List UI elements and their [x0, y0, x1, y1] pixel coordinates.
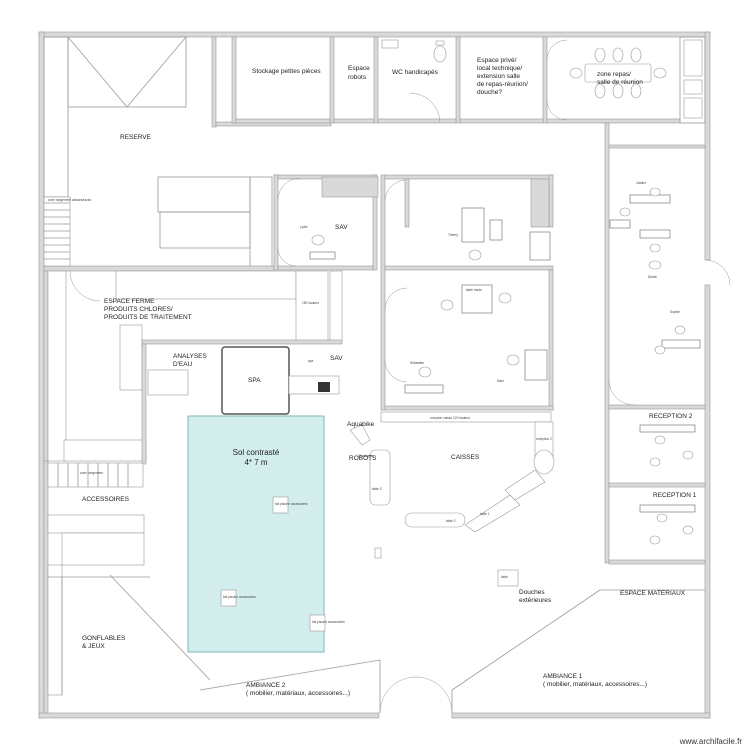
stairs-mid-label: zone rangement [80, 471, 103, 475]
top-rooms [231, 36, 706, 124]
ambiance-walls [199, 589, 705, 714]
room-douches-1: Douches [519, 589, 545, 596]
pool-zone: bla piscine accessoires bla piscine acce… [187, 415, 345, 653]
stairs-mid: zone rangement [47, 462, 144, 488]
room-reserve: RESERVE [120, 134, 152, 141]
room-analyses-1: ANALYSES [173, 353, 208, 360]
display-label: table 3 [372, 487, 382, 491]
caisses-zone: comptoir caisse 120 hauteur reception 2 … [349, 411, 555, 587]
room-espace-materiaux: ESPACE MATERIAUX [620, 590, 686, 597]
room-espace-prive-4: de repas-réunion/ [477, 81, 528, 88]
outer-walls [38, 31, 711, 719]
pool-label-1: Sol contrasté [233, 448, 280, 457]
person-label-8: Davidl [648, 275, 657, 279]
spa-zone: spa [221, 346, 340, 415]
room-caisses: CAISSES [451, 454, 480, 461]
room-zone-repas-2: salle de réunion [597, 79, 643, 86]
room-ambiance1-1: AMBIANCE 1 [543, 673, 583, 680]
room-sav-mid: SAV [330, 355, 343, 362]
room-espace-prive-3: extension salle [477, 73, 520, 80]
person-label-2: Thierry [448, 233, 458, 237]
room-spa: SPA [248, 377, 261, 384]
svg-text:bla piscine accessoires: bla piscine accessoires [275, 502, 308, 506]
person-label-1: Lydie [300, 225, 308, 229]
room-ambiance2-2: ( mobilier, matériaux, accessoires...) [246, 690, 350, 697]
room-espace-prive-1: Espace privé/ [477, 57, 517, 64]
stairs-top-label: zone rangement caisses/racks [48, 198, 91, 202]
pool-label-2: 4* 7 m [244, 458, 267, 467]
table-haute-label: table haute [466, 288, 482, 292]
room-gonflables-1: GONFLABLES [82, 635, 126, 642]
left-lower: zone rangement [43, 460, 211, 714]
room-gonflables-2: & JEUX [82, 643, 105, 650]
reception-desk-label: reception 2 [536, 437, 552, 441]
room-aquabike: Aquabike [347, 421, 374, 428]
room-zone-repas-1: zone repas/ [597, 71, 631, 78]
room-espace-ferme-3: PRODUITS DE TRAITEMENT [104, 314, 192, 321]
room-stockage: Stockage petites pièces [252, 68, 321, 75]
pool-sign-2: bla piscine accessoires [220, 589, 256, 607]
room-espace-prive-2: local technique/ [477, 65, 522, 72]
room-sav-top: SAV [335, 224, 348, 231]
room-robots: ROBOTS [349, 455, 377, 462]
room-espace-prive-5: douche? [477, 89, 502, 96]
person-label-4: Marc [497, 379, 504, 383]
room-douches-2: extérieures [519, 597, 552, 604]
stairs-top: zone rangement caisses/racks [43, 196, 91, 267]
sav-top-room: Lydie [273, 174, 379, 271]
pool-sign-3: bla piscine accessoires [309, 614, 345, 632]
espace-ferme: 150 hauteur [43, 270, 343, 465]
person-label-6: Sophie [670, 310, 680, 314]
right-offices: Justine Davidl Sophie [604, 122, 731, 565]
display2-label: table 2 [446, 519, 456, 523]
watermark: www.archifacile.fr [679, 737, 742, 746]
room-ambiance2-1: AMBIANCE 2 [246, 682, 286, 689]
svg-text:bla piscine accessoires: bla piscine accessoires [223, 595, 256, 599]
room-labels: RESERVE Stockage petites pièces Espace r… [82, 57, 697, 697]
center-offices: Thierry table haute Sébastien Marc [380, 174, 554, 411]
person-label-7: Justine [636, 181, 646, 185]
room-accessoires: ACCESSOIRES [82, 496, 130, 503]
room-wc: WC handicapés [392, 69, 439, 76]
room-espace-ferme-2: PRODUITS CHLORES/ [104, 306, 173, 313]
shelf-label: 150 hauteur [302, 301, 320, 305]
room-analyses-2: D'EAU [173, 361, 193, 368]
display3-label: table 1 [480, 512, 490, 516]
display-box-label: table [501, 575, 508, 579]
svg-text:bla piscine accessoires: bla piscine accessoires [312, 620, 345, 624]
person-label-3: Sébastien [410, 361, 424, 365]
comptoir-label: comptoir caisse 120 hauteur [430, 416, 471, 420]
room-reception1: RECEPTION 1 [653, 492, 697, 499]
room-reception2: RECEPTION 2 [649, 413, 693, 420]
person-label-5: Christophe [358, 454, 374, 458]
room-espace-ferme-1: ESPACE FERME [104, 298, 155, 305]
spa-display-label: spa [308, 359, 313, 363]
room-espace-robots-1: Espace [348, 65, 370, 72]
room-espace-robots-2: robots [348, 74, 367, 81]
pool-sign-1: bla piscine accessoires [272, 496, 308, 514]
room-ambiance1-2: ( mobilier, matériaux, accessoires...) [543, 681, 647, 688]
